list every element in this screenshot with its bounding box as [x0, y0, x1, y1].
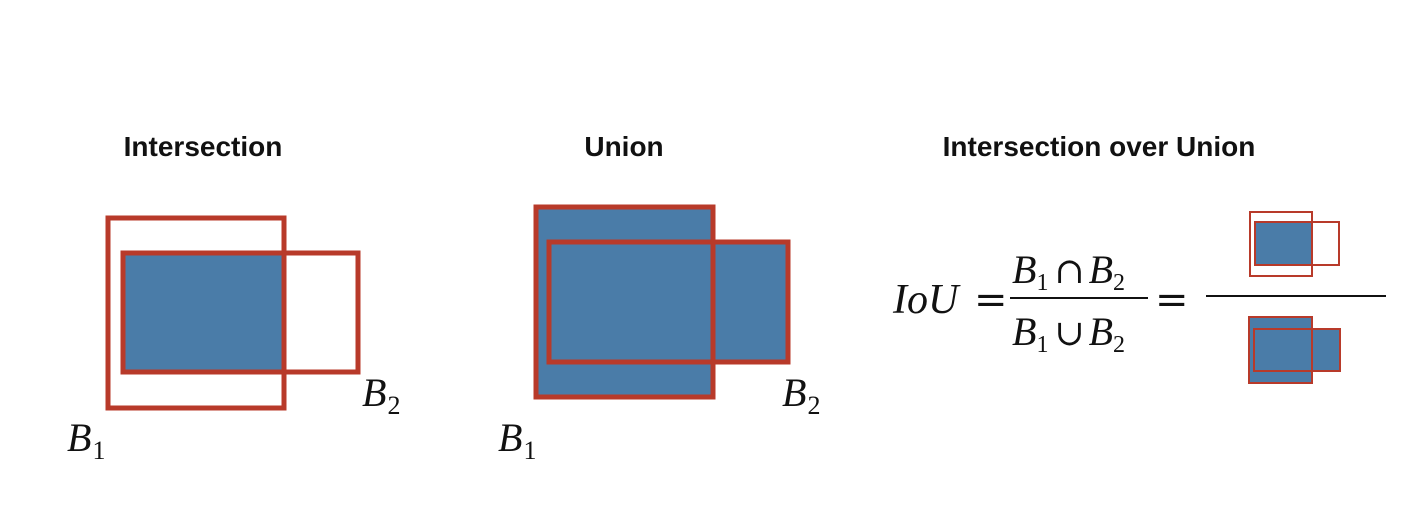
mini-box-b2: [1254, 221, 1340, 266]
box-b2-outline: [120, 250, 361, 375]
mini-box-b1: [1248, 316, 1313, 384]
union-panel: Union B1 B2: [498, 131, 820, 465]
mini-box-b2: [1253, 328, 1341, 372]
box-b1-outline: [533, 204, 716, 400]
label-b2: B2: [782, 370, 820, 420]
label-b1: B1: [498, 415, 536, 465]
pictorial-intersection: [1249, 211, 1340, 277]
intersection-fill: [123, 253, 284, 372]
equals-sign: =: [1155, 277, 1189, 323]
union-title: Union: [584, 131, 663, 162]
box-b2-outline: [546, 239, 791, 365]
iou-lhs: IoU: [892, 277, 961, 323]
mini-box-b1: [1249, 211, 1313, 277]
iou-title: Intersection over Union: [943, 131, 1256, 162]
intersection-title: Intersection: [124, 131, 283, 162]
union-fill-b2: [549, 242, 788, 362]
mini-union-fill-b2: [1254, 329, 1340, 371]
equals-sign: =: [974, 277, 1008, 323]
label-b2: B2: [362, 370, 400, 420]
label-b1: B1: [67, 415, 105, 465]
denominator: B1∪B2: [1012, 309, 1125, 358]
numerator: B1∩B2: [1012, 247, 1125, 296]
mini-intersection-fill: [1255, 222, 1312, 264]
iou-panel: Intersection over Union IoU = B1∩B2 B1∪B…: [892, 131, 1386, 384]
pictorial-union: [1248, 316, 1341, 384]
box-b1-outline: [105, 215, 287, 411]
intersection-panel: Intersection B1 B2: [67, 131, 400, 465]
